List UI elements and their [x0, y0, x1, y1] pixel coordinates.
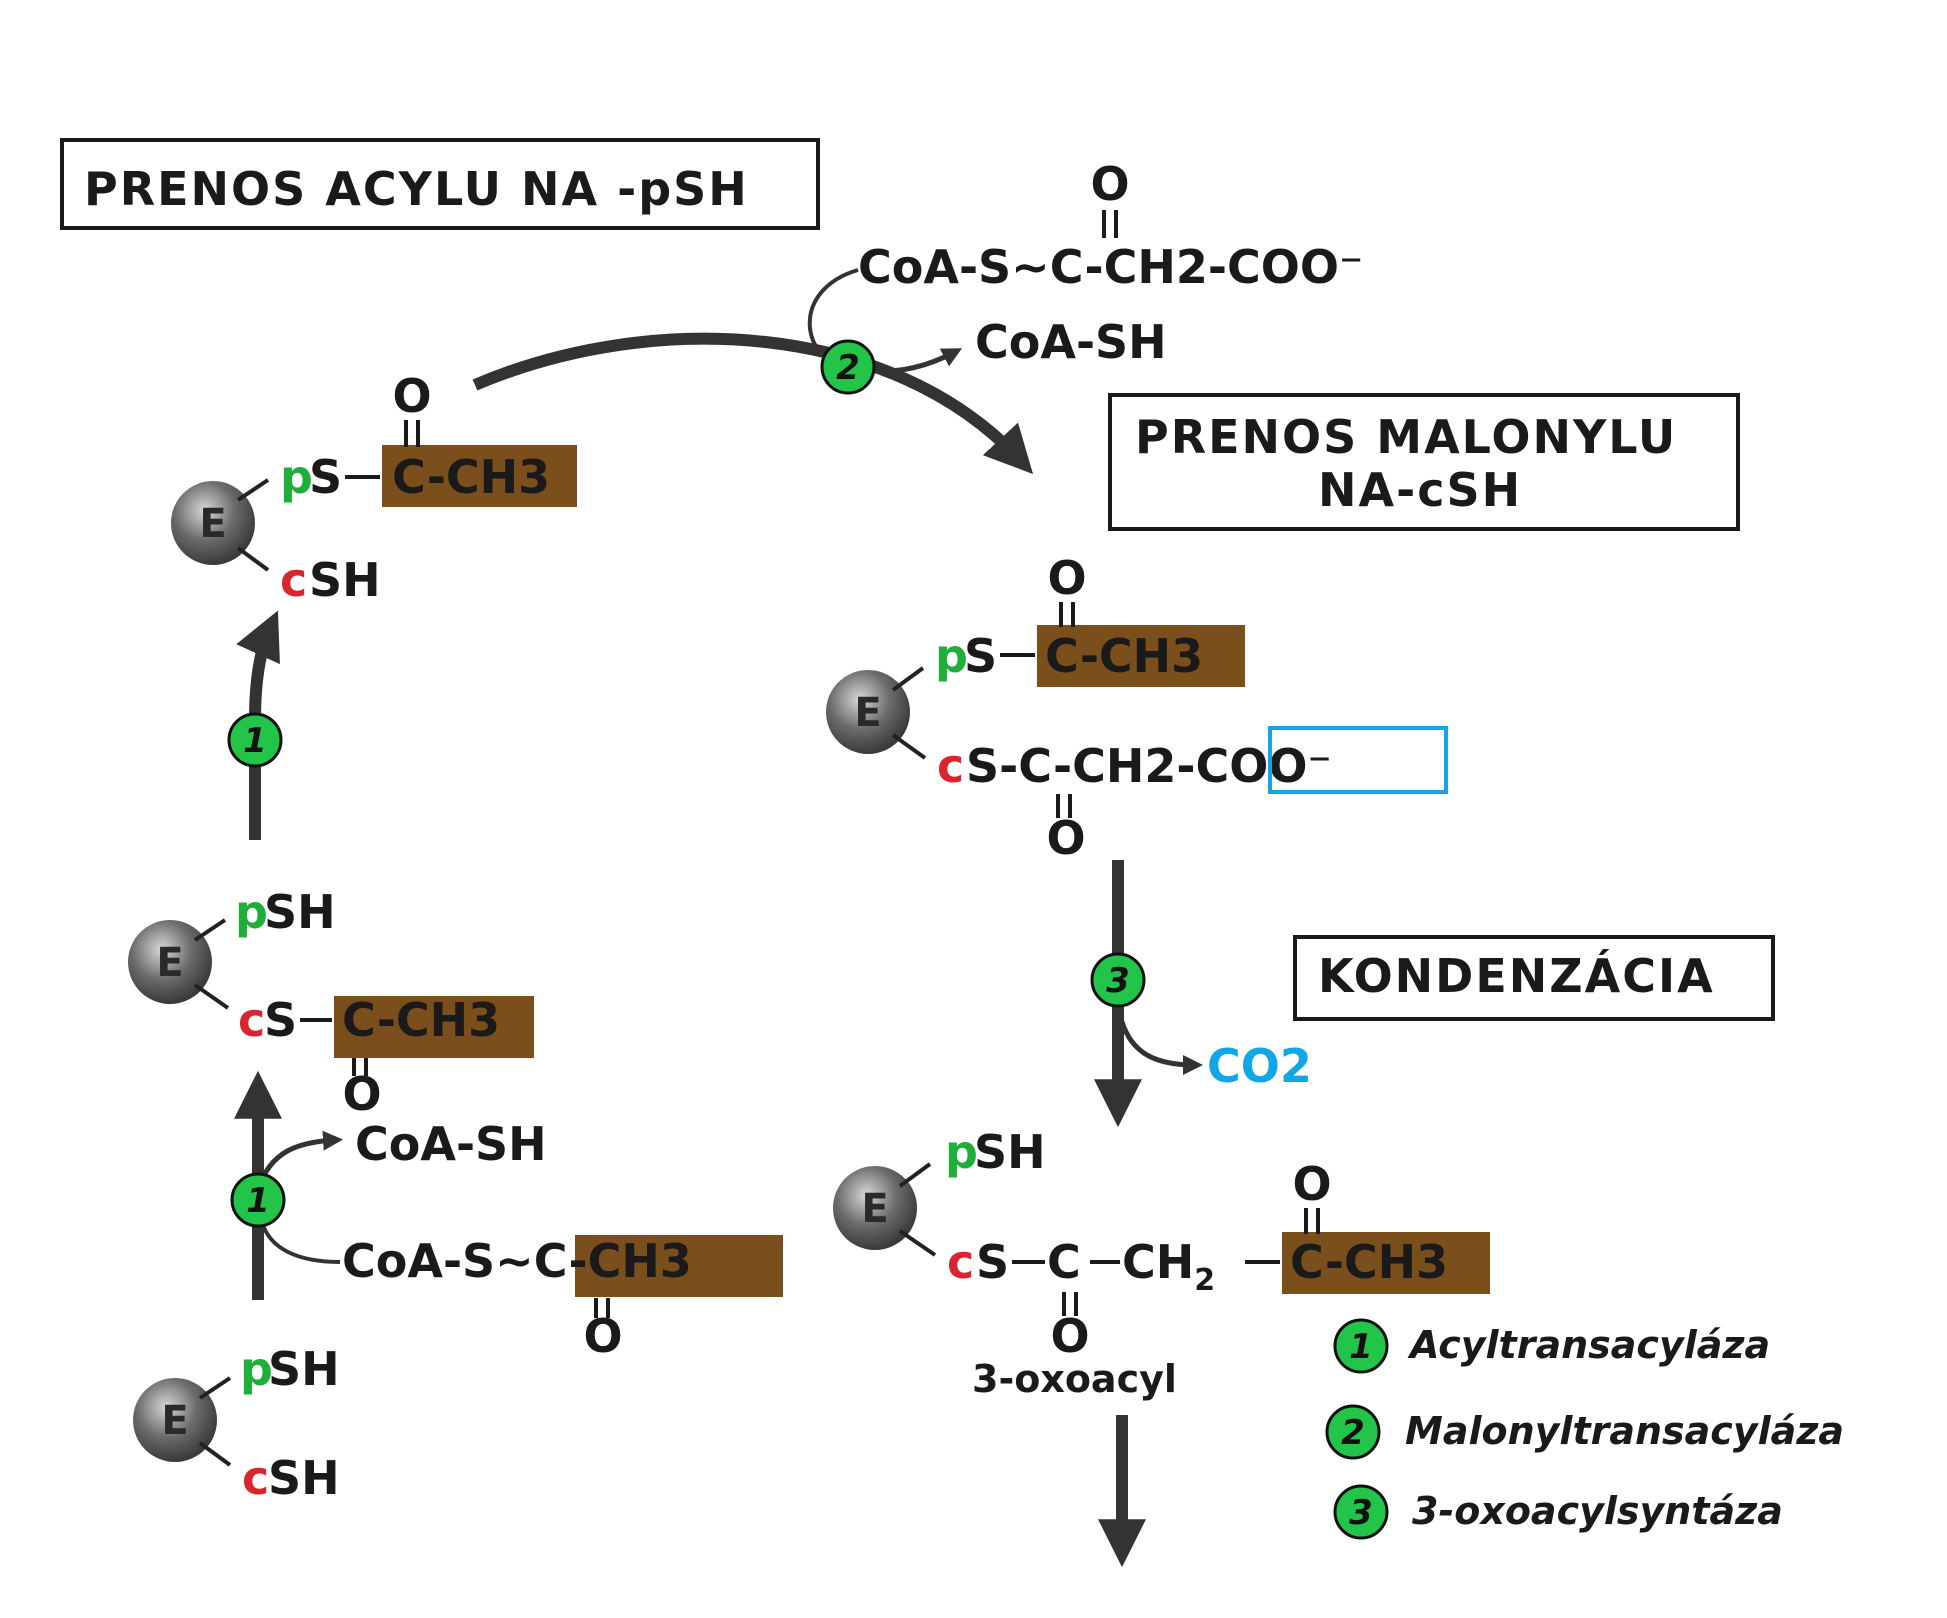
enzyme-state-free: E p SH c SH — [133, 1342, 340, 1505]
legend-number: 1 — [1349, 1327, 1373, 1367]
enzyme-label: E — [161, 1398, 188, 1444]
enzyme-sphere — [826, 670, 910, 754]
acetyl-highlight — [575, 1235, 783, 1297]
enzyme-label: E — [861, 1186, 888, 1232]
enzyme-step-1-marker-upper: 1 — [227, 712, 283, 768]
oxygen-label: O — [392, 369, 431, 423]
sh-label: SH — [268, 1451, 340, 1505]
legend-label: Malonyltransacyláza — [1405, 1409, 1844, 1453]
enzyme-step-1-number: 1 — [246, 1181, 270, 1221]
c-prefix: c — [242, 1451, 269, 1505]
acetyl-group: C-CH3 — [1290, 1235, 1448, 1289]
coa-sh-product-top: CoA-SH — [975, 315, 1167, 369]
p-prefix: p — [235, 885, 268, 939]
co2-label: CO2 — [1207, 1039, 1312, 1093]
p-prefix: p — [935, 629, 968, 683]
coa-sh-label-left: CoA-SH — [355, 1117, 547, 1171]
s-label: S — [309, 450, 342, 504]
oxygen-label: O — [1090, 157, 1129, 211]
sh-label: SH — [309, 553, 381, 607]
enzyme-sphere — [171, 481, 255, 565]
enzyme-label: E — [854, 690, 881, 736]
title-malonyl-transfer-line2: NA-cSH — [1318, 463, 1522, 517]
p-prefix: p — [280, 450, 313, 504]
acetyl-coa-reactant: CoA-S~C-CH3 O — [342, 1234, 783, 1363]
enzyme-step-2-number: 2 — [836, 348, 860, 388]
acetyl-highlight — [1037, 625, 1245, 687]
enzyme-step-1-number: 1 — [243, 721, 267, 761]
curved-arrow-top — [472, 332, 1034, 475]
enzyme-step-3-number: 3 — [1106, 961, 1130, 1001]
p-prefix: p — [945, 1125, 978, 1179]
enzyme-sphere — [833, 1166, 917, 1250]
s-label: S — [964, 629, 997, 683]
sh-label: SH — [264, 885, 336, 939]
legend-item-3: 3 3-oxoacylsyntáza — [1333, 1484, 1783, 1540]
coa-sh-label: CoA-SH — [975, 315, 1167, 369]
cooh-highlight-box — [1268, 726, 1448, 794]
legend-label: Acyltransacyláza — [1407, 1323, 1770, 1367]
legend: 1 Acyltransacyláza 2 Malonyltransacyláza… — [1325, 1318, 1844, 1540]
oxygen-label: O — [342, 1067, 381, 1121]
s-label: S — [264, 993, 297, 1047]
enzyme-step-2-marker: 2 — [820, 339, 876, 395]
title-box-acyl-transfer: PRENOS ACYLU NA -pSH — [60, 138, 820, 230]
ch2-group: CH2 — [1122, 1235, 1215, 1298]
acetyl-group: C-CH3 — [342, 993, 500, 1047]
acetyl-highlight — [382, 445, 577, 507]
oxygen-label: O — [1046, 811, 1085, 865]
sh-label: SH — [974, 1125, 1046, 1179]
legend-item-1: 1 Acyltransacyláza — [1333, 1318, 1770, 1374]
c-prefix: c — [937, 739, 964, 793]
malonyl-coa-formula: CoA-S~C-CH2-COO⁻ — [858, 240, 1363, 294]
title-acyl-transfer: PRENOS ACYLU NA -pSH — [84, 162, 749, 216]
enzyme-step-1-marker-lower: 1 — [230, 1172, 286, 1228]
oxygen-label: O — [1050, 1309, 1089, 1363]
side-curve-acetyl-coa-in — [260, 1221, 341, 1264]
acetyl-group: C-CH3 — [1045, 629, 1203, 683]
legend-item-2: 2 Malonyltransacyláza — [1325, 1404, 1844, 1460]
malonyl-coa-reactant: O CoA-S~C-CH2-COO⁻ — [858, 157, 1363, 294]
enzyme-state-acetyl-ps: E p S C-CH3 O c SH — [171, 369, 577, 607]
product-name: 3-oxoacyl — [972, 1357, 1177, 1401]
c-prefix: c — [280, 553, 307, 607]
legend-label: 3-oxoacylsyntáza — [1412, 1489, 1783, 1533]
oxygen-label: O — [1047, 551, 1086, 605]
title-condensation: KONDENZÁCIA — [1318, 949, 1715, 1003]
oxygen-label: O — [583, 1309, 622, 1363]
enzyme-state-3-oxoacyl: E p SH c S C CH2 C-CH3 O O 3-oxoacyl — [833, 1125, 1490, 1401]
acetyl-highlight — [1282, 1232, 1490, 1294]
c-atom: C — [1047, 1235, 1081, 1289]
enzyme-label: E — [156, 940, 183, 986]
malonyl-group: S-C-CH2-COO⁻ — [966, 739, 1332, 793]
c-prefix: c — [238, 993, 265, 1047]
acetyl-coa-formula: CoA-S~C-CH3 — [342, 1234, 692, 1288]
legend-number: 2 — [1341, 1413, 1365, 1453]
legend-number: 3 — [1349, 1493, 1373, 1533]
sh-label: SH — [268, 1342, 340, 1396]
acetyl-highlight — [334, 996, 534, 1058]
oxygen-label: O — [1292, 1157, 1331, 1211]
acetyl-group: C-CH3 — [392, 450, 550, 504]
side-arrow-co2-out — [1115, 1004, 1203, 1075]
enzyme-state-acetyl-cs: E p SH c S C-CH3 O — [128, 885, 534, 1121]
enzyme-sphere — [128, 920, 212, 1004]
enzyme-label: E — [199, 501, 226, 547]
s-label: S — [976, 1235, 1009, 1289]
c-prefix: c — [947, 1235, 974, 1289]
enzyme-state-acetyl-malonyl: E p S C-CH3 O c S-C-CH2-COO⁻ O — [826, 551, 1448, 865]
enzyme-step-3-marker: 3 — [1090, 952, 1146, 1008]
p-prefix: p — [240, 1342, 273, 1396]
title-box-malonyl-transfer: PRENOS MALONYLU NA-cSH — [1108, 393, 1740, 531]
title-malonyl-transfer-line1: PRENOS MALONYLU — [1135, 410, 1677, 464]
enzyme-sphere — [133, 1378, 217, 1462]
title-box-condensation: KONDENZÁCIA — [1293, 935, 1775, 1021]
